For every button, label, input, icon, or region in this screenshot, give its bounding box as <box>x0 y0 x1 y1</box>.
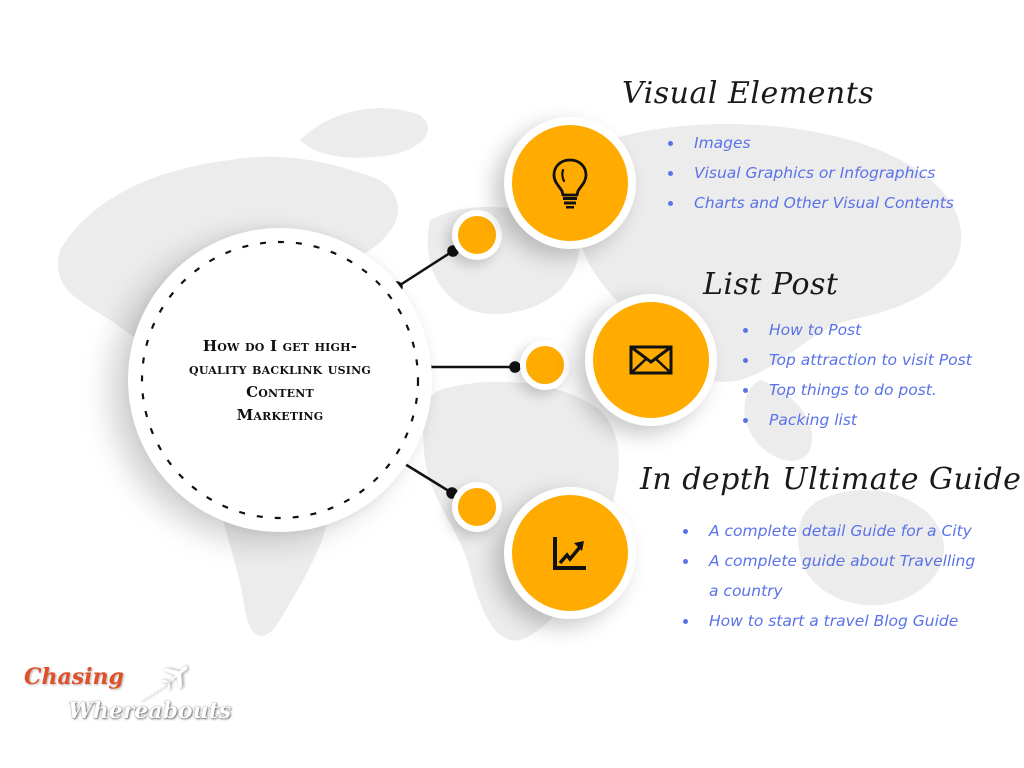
central-topic-line-2: quality backlink using <box>189 360 371 378</box>
list-item: Images <box>666 128 954 158</box>
logo-line-2: Whereabouts <box>68 698 232 724</box>
central-topic-title: How do I get high- quality backlink usin… <box>170 335 390 427</box>
list-item: Packing list <box>741 405 972 435</box>
small-node-ultimate-guide <box>452 482 502 532</box>
central-topic-line-3: Content <box>246 383 314 401</box>
dashed-ring <box>140 240 420 520</box>
list-item: How to start a travel Blog Guide <box>681 606 981 636</box>
list-item: A complete guide about Travelling a coun… <box>681 546 981 606</box>
section-title-list-post: List Post <box>703 267 839 302</box>
section-title-ultimate-guide: In depth Ultimate Guide <box>640 462 1022 497</box>
small-node-visual-elements <box>452 210 502 260</box>
chasing-whereabouts-logo: Chasing Whereabouts <box>18 660 231 740</box>
list-item: Visual Graphics or Infographics <box>666 158 954 188</box>
small-node-list-post <box>520 340 570 390</box>
airplane-icon <box>141 666 188 701</box>
envelope-icon <box>629 345 673 375</box>
node-list-post <box>585 294 717 426</box>
central-topic-circle <box>128 228 432 532</box>
trending-chart-icon <box>553 537 586 570</box>
node-visual-elements <box>504 117 636 249</box>
central-topic-line-1: How do I get high- <box>202 337 358 355</box>
visual-elements-list: Images Visual Graphics or Infographics C… <box>666 128 954 218</box>
logo-line-1: Chasing <box>24 664 124 690</box>
central-topic-line-4: Marketing <box>236 406 324 424</box>
lightbulb-icon <box>552 158 588 209</box>
node-ultimate-guide <box>504 487 636 619</box>
list-item: Charts and Other Visual Contents <box>666 188 954 218</box>
section-title-visual-elements: Visual Elements <box>622 76 875 111</box>
ultimate-guide-list: A complete detail Guide for a City A com… <box>681 516 981 636</box>
list-item: A complete detail Guide for a City <box>681 516 981 546</box>
list-item: Top things to do post. <box>741 375 972 405</box>
list-post-list: How to Post Top attraction to visit Post… <box>741 315 972 435</box>
list-item: Top attraction to visit Post <box>741 345 972 375</box>
list-item: How to Post <box>741 315 972 345</box>
